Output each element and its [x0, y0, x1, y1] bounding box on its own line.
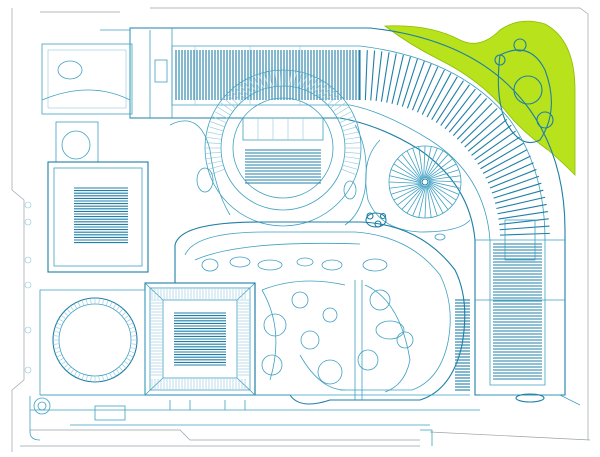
- pavilion-center-stripes: [174, 312, 226, 366]
- central-oval-court: [174, 221, 470, 405]
- pavilion-hatch: [151, 289, 249, 389]
- roof-hatch-curve: [359, 50, 550, 236]
- oval-court-steps: [455, 299, 470, 391]
- roof-hatch-top: [175, 50, 360, 100]
- bottom-paving: [29, 393, 581, 446]
- plaza-building-curved: [129, 27, 566, 396]
- green-lawn: [383, 20, 576, 176]
- central-round-plaza: [169, 69, 367, 227]
- spiral-stair-rays: [388, 145, 462, 219]
- roof-hatch-side: [493, 243, 542, 380]
- hatched-block-left-fill: [74, 187, 128, 244]
- round-court-rays: [53, 298, 137, 382]
- boundary-markers: [24, 201, 32, 374]
- plaza-steps: [205, 70, 361, 184]
- hatched-block-left: [47, 161, 149, 273]
- site-boundary: [11, 7, 591, 452]
- round-court-left: [39, 289, 146, 396]
- spiral-stair-court: [365, 139, 471, 241]
- left-upper-block: [41, 29, 168, 163]
- square-pavilion: [144, 282, 256, 396]
